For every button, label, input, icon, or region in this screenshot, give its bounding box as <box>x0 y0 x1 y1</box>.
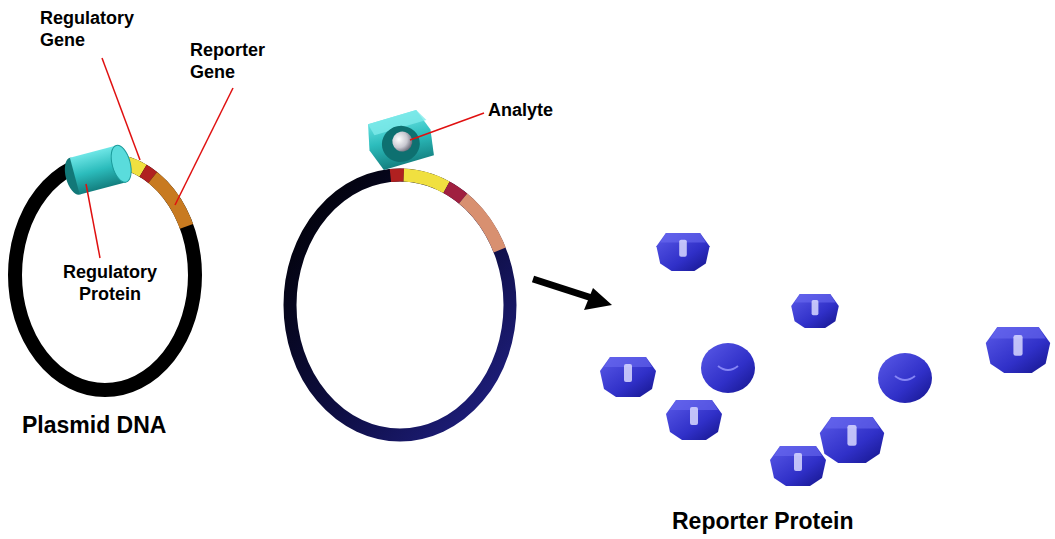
reporter-protein <box>656 233 709 271</box>
figure-caption-label: Plasmid DNA <box>22 412 166 440</box>
analyte-sphere <box>391 130 415 154</box>
plasmid-dna-ring <box>290 175 510 435</box>
reporter-protein <box>878 353 932 403</box>
regulatory-protein <box>61 143 135 197</box>
process-arrow <box>533 279 612 310</box>
reporter-protein <box>600 357 656 397</box>
reporter-proteins <box>600 233 1050 486</box>
gene-label: Regulatory Gene <box>40 8 165 51</box>
reporter-protein <box>791 294 839 328</box>
promoter-segment <box>143 171 153 178</box>
operator-segment <box>447 187 464 198</box>
reporter-protein <box>701 343 755 393</box>
reporter-protein <box>986 327 1050 373</box>
leader-line <box>86 184 100 258</box>
gene-label: Reporter Gene <box>190 40 290 83</box>
leader-line <box>410 113 484 140</box>
reporter-protein <box>666 400 722 440</box>
plasmid-ring-induced <box>290 175 510 435</box>
reporter-protein <box>820 417 884 463</box>
reporter-protein <box>770 446 826 486</box>
leader-line <box>175 88 233 205</box>
protein-label: Regulatory Protein <box>45 262 175 305</box>
regulatory-gene-segment <box>404 175 447 187</box>
reporter-gene-segment <box>463 199 500 251</box>
leader-lines <box>86 58 484 258</box>
figure-caption-label: Reporter Protein <box>672 508 853 536</box>
plasmid-dna-ring <box>15 160 195 390</box>
analyte-protein-complex <box>363 108 436 172</box>
analyte-label: Analyte <box>488 100 553 122</box>
plasmid-ring <box>15 160 195 390</box>
reporter-gene-segment <box>153 178 187 227</box>
promoter-segment <box>390 169 403 182</box>
leader-line <box>102 58 140 160</box>
